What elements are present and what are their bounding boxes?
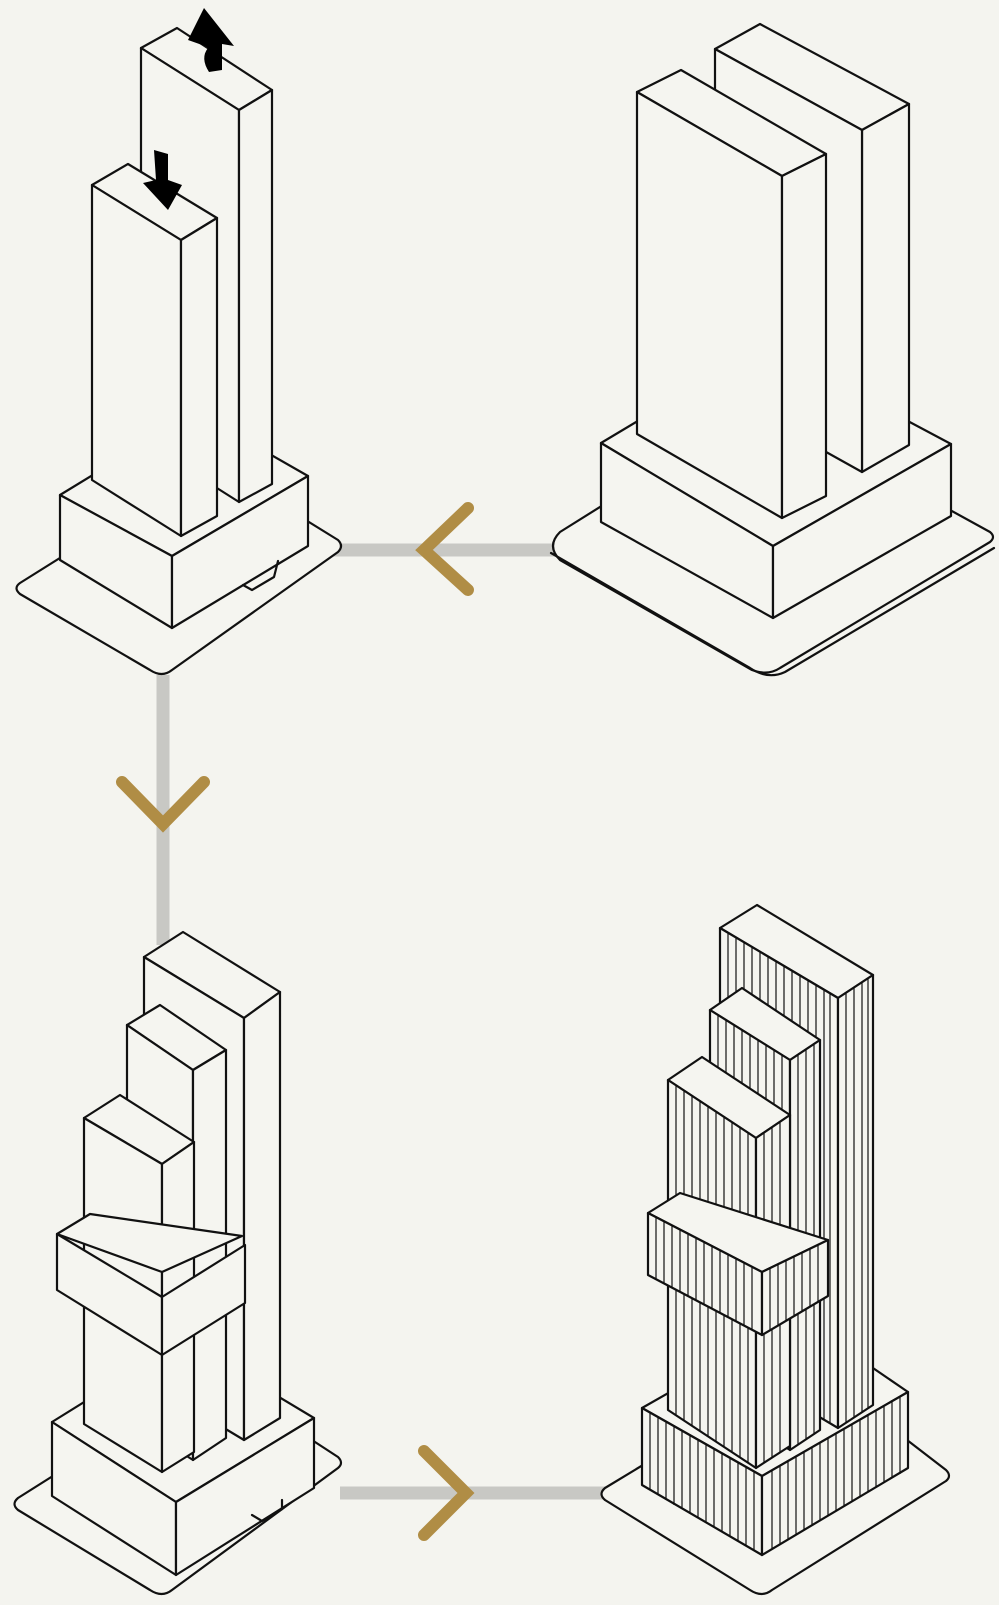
- back-slab-front: [862, 104, 909, 472]
- tall-slab-right: [239, 90, 272, 502]
- short-slab-right: [181, 218, 217, 536]
- tall-slab-right: [244, 992, 280, 1440]
- front-slab-right: [782, 154, 826, 518]
- short-slab-left: [92, 185, 181, 536]
